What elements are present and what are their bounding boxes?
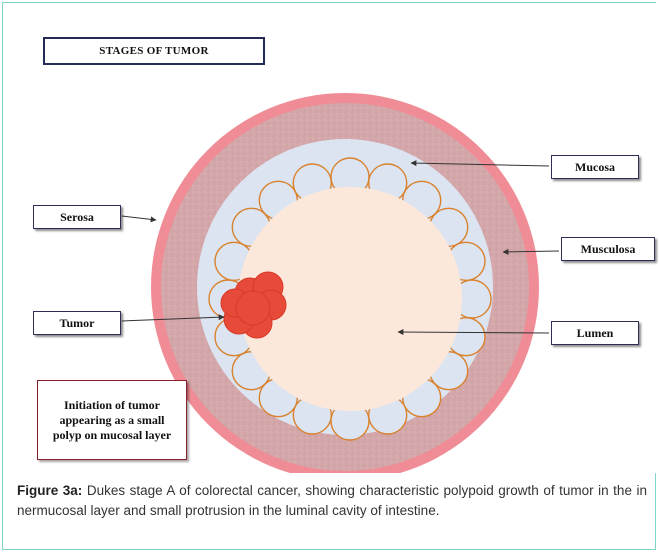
serosa-label: Serosa [33,205,121,229]
diagram-title: Stages of tumor [43,37,265,65]
tumor-label: Tumor [33,311,121,335]
musculosa-label: Musculosa [561,237,655,261]
caption-label: Figure 3a: [17,483,82,498]
figure-caption: Figure 3a: Dukes stage A of colorectal c… [17,481,647,521]
caption-text: Dukes stage A of colorectal cancer, show… [17,483,647,518]
tumor-initiation-note: Initiation of tumor appearing as a small… [37,380,187,460]
serosa-pointer [122,216,156,220]
mucosa-label: Mucosa [551,155,639,179]
lumen-label: Lumen [551,321,639,345]
figure-area: Stages of tumor Mucosa Serosa Musculosa … [3,3,657,473]
